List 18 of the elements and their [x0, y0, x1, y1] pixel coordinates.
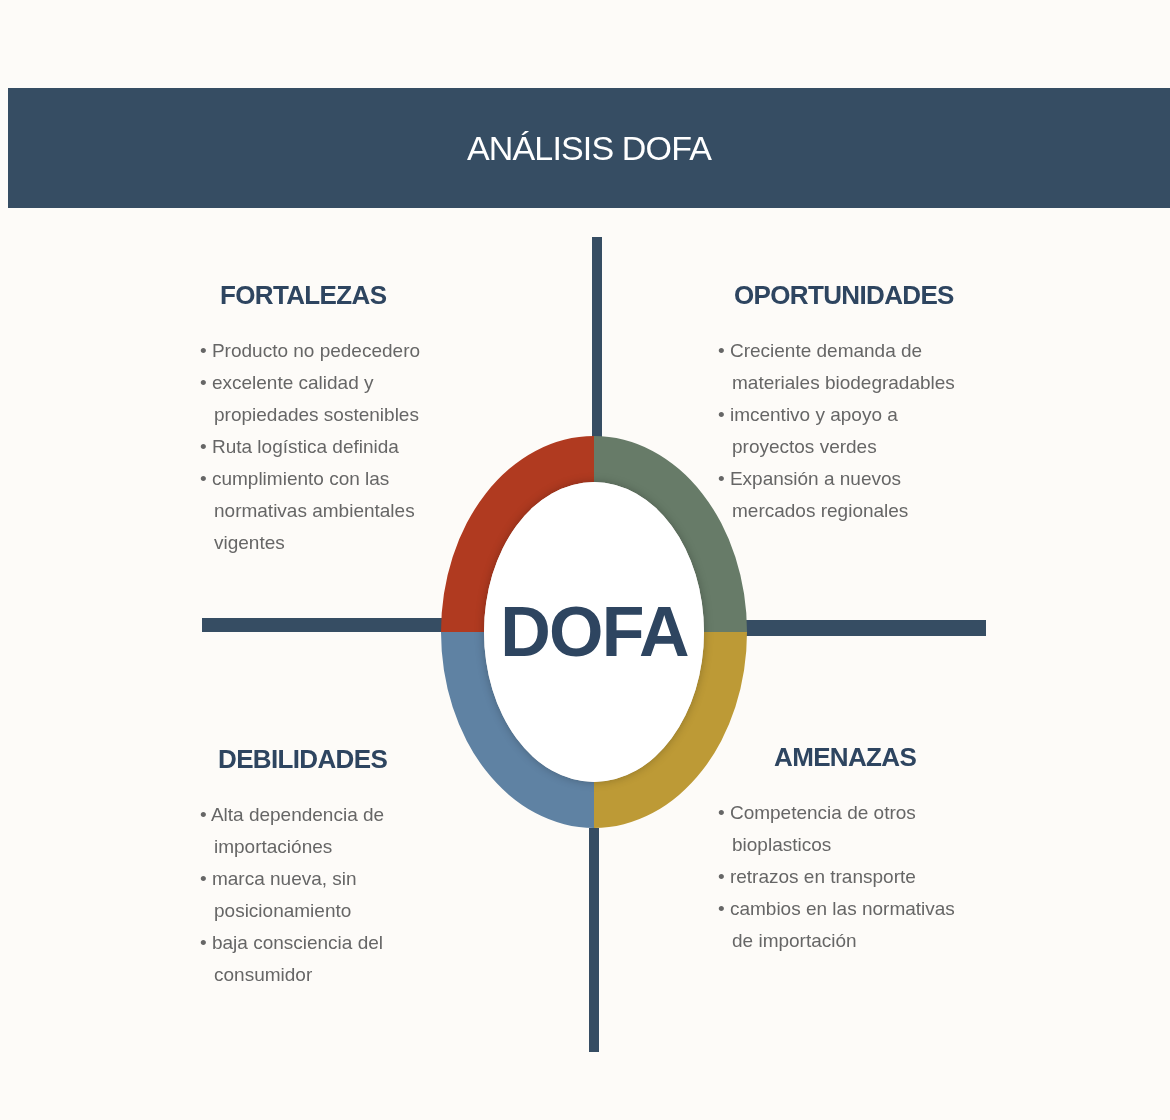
bullet-item: • Ruta logística definida: [199, 435, 400, 459]
bullet-item: • Alta dependencia de importaciónes: [199, 803, 386, 859]
bullet-item: • cambios en las normativas de importación: [717, 897, 956, 953]
bullet-item: • Creciente demanda de materiales biodegradables: [717, 339, 956, 395]
bullet-item: • imcentivo y apoyo a proyectos verdes: [717, 403, 899, 459]
bullet-item: • cumplimiento con las normativas ambientales vigentes: [199, 467, 416, 555]
bullet-item: • baja consciencia del consumidor: [199, 931, 385, 987]
bullet-item: • Producto no pedecedero: [199, 339, 422, 363]
title: ANÁLISIS DOFA: [466, 127, 711, 169]
bullet-item: • marca nueva, sin posicionamiento: [199, 867, 358, 923]
bullet-item: • retrazos en transporte: [717, 865, 917, 889]
quadrant-heading: DEBILIDADES: [217, 743, 389, 776]
bullet-item: • Expansión a nuevos mercados regionales: [717, 467, 910, 523]
bullet-item: • excelente calidad y propiedades sostenibles: [199, 371, 420, 427]
quadrant-heading: AMENAZAS: [773, 741, 918, 774]
bullet-item: • Competencia de otros bioplasticos: [717, 801, 917, 857]
quadrant-heading: FORTALEZAS: [219, 279, 388, 312]
quadrant-heading: OPORTUNIDADES: [733, 279, 955, 312]
